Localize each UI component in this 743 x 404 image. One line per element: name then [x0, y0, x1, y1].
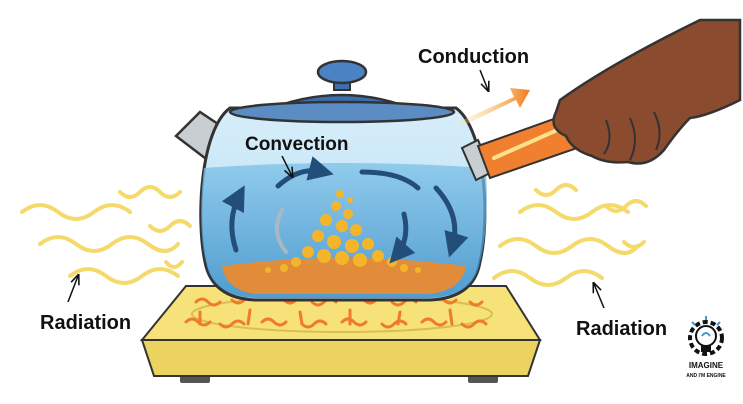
- pointer-radiation-left: [67, 276, 78, 303]
- kettle-rim: [228, 100, 456, 124]
- logo-line1: IMAGINE: [689, 361, 724, 370]
- kettle: [174, 59, 487, 302]
- hand-shape: [552, 18, 742, 165]
- pointer-convection: [281, 155, 292, 176]
- pointer-radiation-right: [594, 284, 605, 309]
- convection-arrow-top-right: [359, 169, 421, 191]
- heat-bubbles: [265, 190, 421, 273]
- logo-line2: AND I'M ENGINE: [686, 373, 726, 379]
- convection-arrows: [221, 156, 469, 264]
- radiation-waves-right: [492, 183, 648, 287]
- convection-arrow-inner-left: [274, 208, 288, 254]
- radiation-waves-left: [20, 185, 192, 285]
- pointer-conduction: [479, 69, 488, 90]
- convection-arrow-inner-right: [389, 211, 416, 264]
- convection-arrow-left: [221, 185, 245, 253]
- stove-base: [140, 339, 542, 377]
- lid-knob: [316, 59, 368, 85]
- conduction-arrow: [458, 88, 530, 126]
- label-radiation-right: Radiation: [576, 318, 667, 340]
- label-radiation-left: Radiation: [40, 312, 131, 334]
- hand: [552, 18, 742, 165]
- convection-arrow-top-left: [275, 156, 334, 189]
- label-conduction: Conduction: [418, 46, 529, 68]
- lightbulb-gear-icon: [688, 316, 724, 356]
- imagine-engine-logo: IMAGINE AND I'M ENGINE: [686, 316, 726, 379]
- finger-lines: [603, 111, 661, 161]
- convection-arrow-right: [433, 185, 469, 258]
- label-convection: Convection: [245, 134, 348, 155]
